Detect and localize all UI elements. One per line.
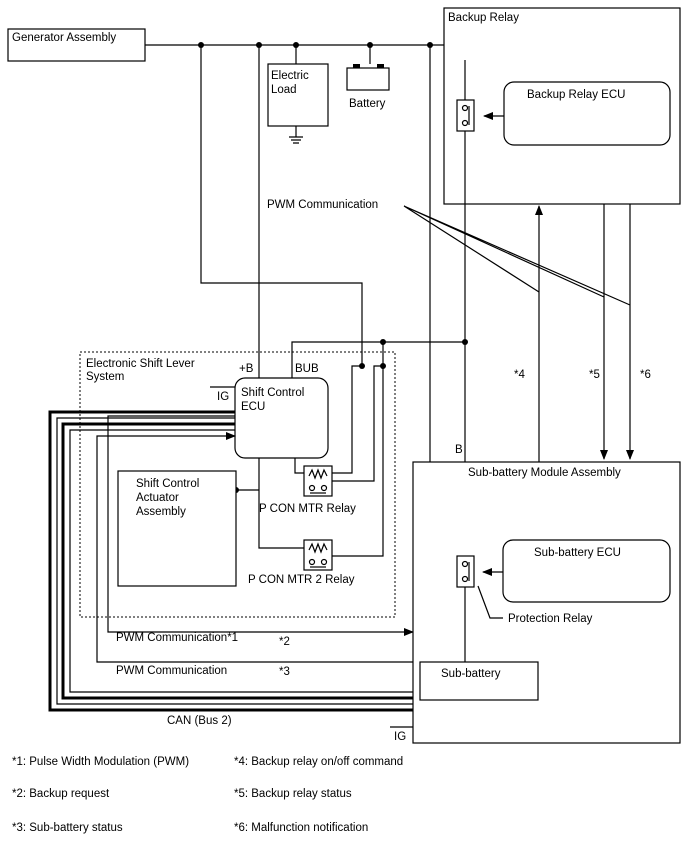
can-bus-lines — [48, 410, 413, 712]
shift-ecu-label-2: ECU — [241, 401, 265, 413]
ground-icon — [289, 126, 303, 144]
pcon-mtr-2-relay-label: P CON MTR 2 Relay — [248, 574, 355, 586]
sub-battery-module-assembly: Sub-battery Module Assembly B Sub-batter… — [390, 444, 681, 744]
sub-battery-label: Sub-battery — [441, 668, 501, 680]
can-label: CAN (Bus 2) — [167, 715, 232, 727]
actuator-label-1: Shift Control — [136, 478, 199, 490]
electronic-shift-lever-system: Electronic Shift Lever System — [79, 351, 396, 618]
legend-6: *6: Malfunction notification — [234, 822, 368, 834]
actuator-label-3: Assembly — [136, 506, 186, 518]
sub-battery-ecu-label: Sub-battery ECU — [534, 547, 621, 559]
backup-relay-ecu-label: Backup Relay ECU — [527, 89, 625, 101]
generator-label: Generator Assembly — [12, 32, 116, 44]
esl-system-label-1: Electronic Shift Lever — [86, 358, 195, 370]
electric-load-label-2: Load — [271, 84, 297, 96]
pwm-top-label: PWM Communication — [267, 199, 378, 211]
pcon-mtr-relay-label: P CON MTR Relay — [259, 503, 356, 515]
esl-system-label-2: System — [86, 371, 124, 383]
terminal-b: B — [455, 444, 463, 456]
star4-label: *4 — [514, 369, 525, 381]
legend-4: *4: Backup relay on/off command — [234, 756, 403, 768]
backup-relay-box: Backup Relay Backup Relay ECU — [443, 7, 681, 205]
pwm-star1-label: PWM Communication*1 — [116, 632, 238, 644]
legend-2: *2: Backup request — [12, 788, 110, 800]
shift-control-ecu: Shift Control ECU +B BUB IG — [210, 363, 329, 459]
pcon-mtr-relay-icon — [303, 465, 333, 497]
main-power-line — [145, 44, 466, 60]
pcon-mtr-2-relay-icon — [303, 539, 333, 571]
pwm-plain-label: PWM Communication — [116, 665, 227, 677]
protection-relay-label: Protection Relay — [508, 613, 593, 625]
battery-label: Battery — [349, 98, 386, 110]
actuator-label-2: Actuator — [136, 492, 179, 504]
pwm-backup-request-line — [107, 415, 414, 636]
star6-label: *6 — [640, 369, 651, 381]
star3-label: *3 — [279, 666, 290, 678]
battery-icon: Battery — [346, 45, 390, 110]
shift-ecu-label-1: Shift Control — [241, 387, 304, 399]
electric-load-label-1: Electric — [271, 70, 309, 82]
star2-label: *2 — [279, 636, 290, 648]
generator-assembly: Generator Assembly — [7, 28, 146, 62]
electric-load: Electric Load — [267, 45, 329, 144]
shift-control-actuator-assembly: Shift Control Actuator Assembly — [117, 470, 237, 587]
backup-relay-switch-icon — [456, 99, 475, 132]
legend-5: *5: Backup relay status — [234, 788, 352, 800]
pwm-sub-battery-status-line — [96, 432, 413, 663]
star5-label: *5 — [589, 369, 600, 381]
terminal-ig-module: IG — [394, 731, 406, 743]
pwm-leader-lines — [403, 205, 631, 306]
backup-relay-title: Backup Relay — [448, 12, 519, 24]
footnote-legend: *1: Pulse Width Modulation (PWM) *2: Bac… — [12, 756, 403, 834]
legend-1: *1: Pulse Width Modulation (PWM) — [12, 756, 189, 768]
line-down-left — [200, 45, 363, 366]
legend-3: *3: Sub-battery status — [12, 822, 123, 834]
backup-output-line — [291, 204, 466, 378]
sub-module-title: Sub-battery Module Assembly — [468, 467, 621, 479]
terminal-ig-ecu: IG — [217, 391, 229, 403]
protection-relay-switch-icon — [456, 555, 475, 588]
relay-feed-line — [332, 342, 384, 557]
terminal-bub: BUB — [295, 363, 319, 375]
terminal-plus-b: +B — [239, 363, 254, 375]
